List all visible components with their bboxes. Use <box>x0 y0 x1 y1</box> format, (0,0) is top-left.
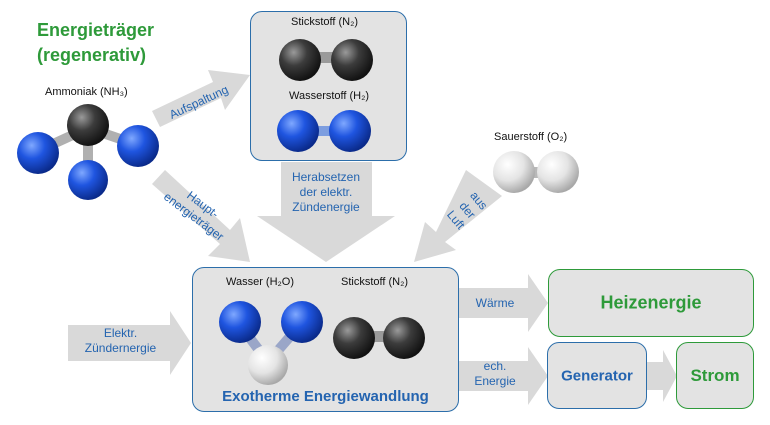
ech-energie-text: ech. Energie <box>460 359 530 389</box>
box-spaltprodukte <box>250 11 407 161</box>
strom-label: Strom <box>690 365 740 385</box>
arrow-waerme <box>459 274 548 332</box>
arrow-generator-strom <box>647 350 677 402</box>
sauerstoff-label: Sauerstoff (O₂) <box>494 131 568 143</box>
wasser-label: Wasser (H₂O) <box>226 276 295 288</box>
box-generator: Generator <box>547 342 647 409</box>
arrow-herabsetzen <box>257 162 395 262</box>
herabsetzen-text: Herabsetzen der elektr. Zündenergie <box>266 170 386 215</box>
ech-line1: ech. <box>483 359 507 373</box>
wasserstoff-label: Wasserstoff (H₂) <box>289 90 370 102</box>
herabsetzen-line3: Zündenergie <box>292 200 360 214</box>
herabsetzen-line1: Herabsetzen <box>291 170 361 184</box>
arrow-aus-der-luft <box>414 170 502 262</box>
arrow-elektr <box>68 311 191 375</box>
box-strom: Strom <box>676 342 754 409</box>
title-line1: Energieträger <box>37 20 155 40</box>
title: Energieträger (regenerativ) <box>37 18 154 68</box>
heizenergie-label: Heizenergie <box>600 292 702 313</box>
stickstoff-main-label: Stickstoff (N₂) <box>341 276 409 288</box>
title-line2: (regenerativ) <box>37 45 147 65</box>
generator-label: Generator <box>561 367 633 384</box>
ammoniak-label: Ammoniak (NH₃) <box>45 86 128 98</box>
exotherme-label: Exotherme Energiewandlung <box>222 388 429 405</box>
elektr-text: Elektr. Zündernergie <box>68 326 173 356</box>
arrow-hauptenergietraeger <box>152 170 250 262</box>
arrow-aufspaltung <box>152 70 250 127</box>
elektr-line1: Elektr. <box>103 326 138 340</box>
arrow-ech-energie <box>459 347 548 405</box>
elektr-line2: Zündernergie <box>84 341 157 355</box>
herabsetzen-line2: der elektr. <box>299 185 353 199</box>
stickstoff-top-label: Stickstoff (N₂) <box>291 16 359 28</box>
ech-line2: Energie <box>474 374 516 388</box>
box-heizenergie: Heizenergie <box>548 269 754 337</box>
waerme-text: Wärme <box>475 296 515 310</box>
